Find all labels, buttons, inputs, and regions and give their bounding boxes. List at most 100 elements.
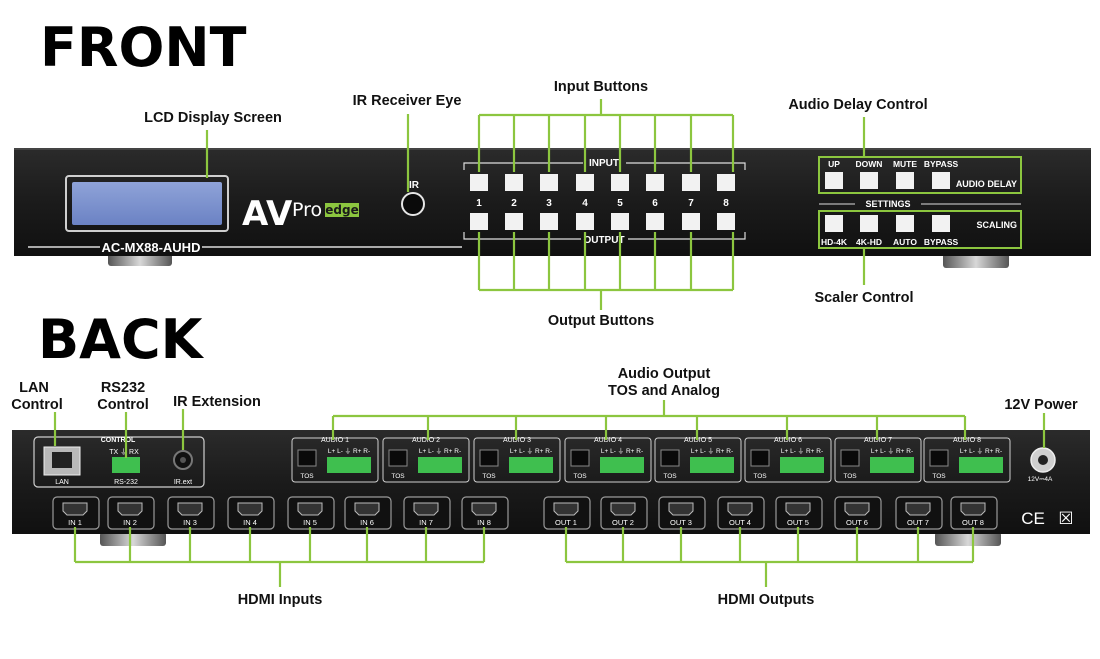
- hdmi-output-hdmi-port[interactable]: [960, 502, 986, 516]
- hdmi-output-port-label: OUT 4: [729, 518, 751, 527]
- logo-edge-badge: [325, 203, 359, 217]
- hdmi-output-hdmi-port[interactable]: [844, 502, 870, 516]
- callout-audio-delay: Audio Delay Control: [788, 97, 927, 113]
- hdmi-output-port-label: OUT 1: [555, 518, 577, 527]
- hdmi-output-port-label: OUT 6: [846, 518, 868, 527]
- audio-delay-mute-button[interactable]: [896, 172, 914, 189]
- ir-receiver-eye: [401, 192, 425, 216]
- input-button-3[interactable]: [540, 174, 558, 191]
- output-button-8[interactable]: [717, 213, 735, 230]
- analog-audio-terminal[interactable]: [418, 457, 462, 473]
- output-button-3[interactable]: [540, 213, 558, 230]
- ce-mark: CE: [1021, 509, 1045, 528]
- hdmi-input-hdmi-port[interactable]: [177, 502, 203, 516]
- hdmi-input-hdmi-port[interactable]: [471, 502, 497, 516]
- hdmi-output-hdmi-port[interactable]: [727, 502, 753, 516]
- input-button-7[interactable]: [682, 174, 700, 191]
- output-button-6[interactable]: [646, 213, 664, 230]
- analog-audio-terminal[interactable]: [509, 457, 553, 473]
- rs232-terminal[interactable]: [112, 457, 140, 473]
- hdmi-output-port-group: OUT 7: [895, 496, 943, 530]
- tos-label: TOS: [843, 473, 857, 480]
- tos-optical-port[interactable]: [840, 449, 860, 467]
- output-button-7[interactable]: [682, 213, 700, 230]
- audio-delay-button-label: UP: [828, 159, 840, 169]
- callout-lan-2: Control: [11, 397, 63, 413]
- scaling-hd-4k-button[interactable]: [825, 215, 843, 232]
- hdmi-output-hdmi-port[interactable]: [553, 502, 579, 516]
- tos-optical-port[interactable]: [388, 449, 408, 467]
- power-rating: 12V⎓4A: [1028, 476, 1053, 483]
- scaling-bypass-button[interactable]: [932, 215, 950, 232]
- lan-port-label: LAN: [55, 479, 69, 486]
- hdmi-input-hdmi-port[interactable]: [413, 502, 439, 516]
- button-number: 4: [582, 198, 588, 209]
- input-button-5[interactable]: [611, 174, 629, 191]
- button-number: 3: [546, 198, 552, 209]
- tos-optical-port[interactable]: [750, 449, 770, 467]
- analog-audio-terminal[interactable]: [327, 457, 371, 473]
- hdmi-output-port-group: OUT 8: [950, 496, 998, 530]
- hdmi-input-port-label: IN 7: [419, 518, 433, 527]
- analog-audio-terminal[interactable]: [780, 457, 824, 473]
- hdmi-input-hdmi-port[interactable]: [237, 502, 263, 516]
- hdmi-output-hdmi-port[interactable]: [668, 502, 694, 516]
- hdmi-output-hdmi-port[interactable]: [905, 502, 931, 516]
- audio-delay-button-label: MUTE: [893, 159, 917, 169]
- tos-optical-port[interactable]: [479, 449, 499, 467]
- audio-delay-up-button[interactable]: [825, 172, 843, 189]
- hdmi-input-port-group: IN 6: [344, 496, 392, 530]
- input-button-2[interactable]: [505, 174, 523, 191]
- audio-delay-down-button[interactable]: [860, 172, 878, 189]
- analog-audio-terminal[interactable]: [959, 457, 1003, 473]
- hdmi-input-hdmi-port[interactable]: [117, 502, 143, 516]
- input-button-6[interactable]: [646, 174, 664, 191]
- back-panel: CONTROL LAN TX ⏚ RX RS-232 IR.ext AUDIO …: [12, 430, 1090, 546]
- tos-optical-port[interactable]: [660, 449, 680, 467]
- input-button-4[interactable]: [576, 174, 594, 191]
- button-number: 8: [723, 198, 729, 209]
- button-number: 2: [511, 198, 517, 209]
- hdmi-input-port-group: IN 3: [167, 496, 215, 530]
- audio-delay-label: AUDIO DELAY: [956, 179, 1017, 189]
- audio-delay-button-label: DOWN: [856, 159, 883, 169]
- tos-optical-port[interactable]: [570, 449, 590, 467]
- tos-label: TOS: [753, 473, 767, 480]
- hdmi-input-hdmi-port[interactable]: [297, 502, 323, 516]
- output-button-4[interactable]: [576, 213, 594, 230]
- analog-audio-terminal[interactable]: [870, 457, 914, 473]
- back-heading: BACK: [38, 308, 205, 371]
- output-button-5[interactable]: [611, 213, 629, 230]
- output-button-2[interactable]: [505, 213, 523, 230]
- hdmi-output-port-label: OUT 3: [670, 518, 692, 527]
- analog-audio-terminal[interactable]: [600, 457, 644, 473]
- hdmi-output-hdmi-port[interactable]: [610, 502, 636, 516]
- tos-optical-port[interactable]: [929, 449, 949, 467]
- scaling-4k-hd-button[interactable]: [860, 215, 878, 232]
- callout-hdmi-inputs: HDMI Inputs: [238, 592, 323, 608]
- analog-audio-terminal[interactable]: [690, 457, 734, 473]
- ir-ext-label: IR.ext: [174, 479, 192, 486]
- hdmi-input-hdmi-port[interactable]: [62, 502, 88, 516]
- tos-optical-port[interactable]: [297, 449, 317, 467]
- weee-mark: ☒: [1058, 509, 1073, 529]
- audio-delay-bypass-button[interactable]: [932, 172, 950, 189]
- hdmi-input-port-group: IN 5: [287, 496, 335, 530]
- tos-label: TOS: [300, 473, 314, 480]
- settings-label: SETTINGS: [865, 199, 910, 209]
- input-button-1[interactable]: [470, 174, 488, 191]
- output-button-1[interactable]: [470, 213, 488, 230]
- analog-pin-labels: L+ L- ⏚ R+ R-: [960, 447, 1002, 455]
- hdmi-output-hdmi-port[interactable]: [785, 502, 811, 516]
- callout-output-buttons: Output Buttons: [548, 313, 654, 329]
- callout-ir-eye: IR Receiver Eye: [353, 93, 462, 109]
- hdmi-input-hdmi-port[interactable]: [354, 502, 380, 516]
- analog-pin-labels: L+ L- ⏚ R+ R-: [601, 447, 643, 455]
- input-button-8[interactable]: [717, 174, 735, 191]
- analog-pin-labels: L+ L- ⏚ R+ R-: [328, 447, 370, 455]
- scaling-auto-button[interactable]: [896, 215, 914, 232]
